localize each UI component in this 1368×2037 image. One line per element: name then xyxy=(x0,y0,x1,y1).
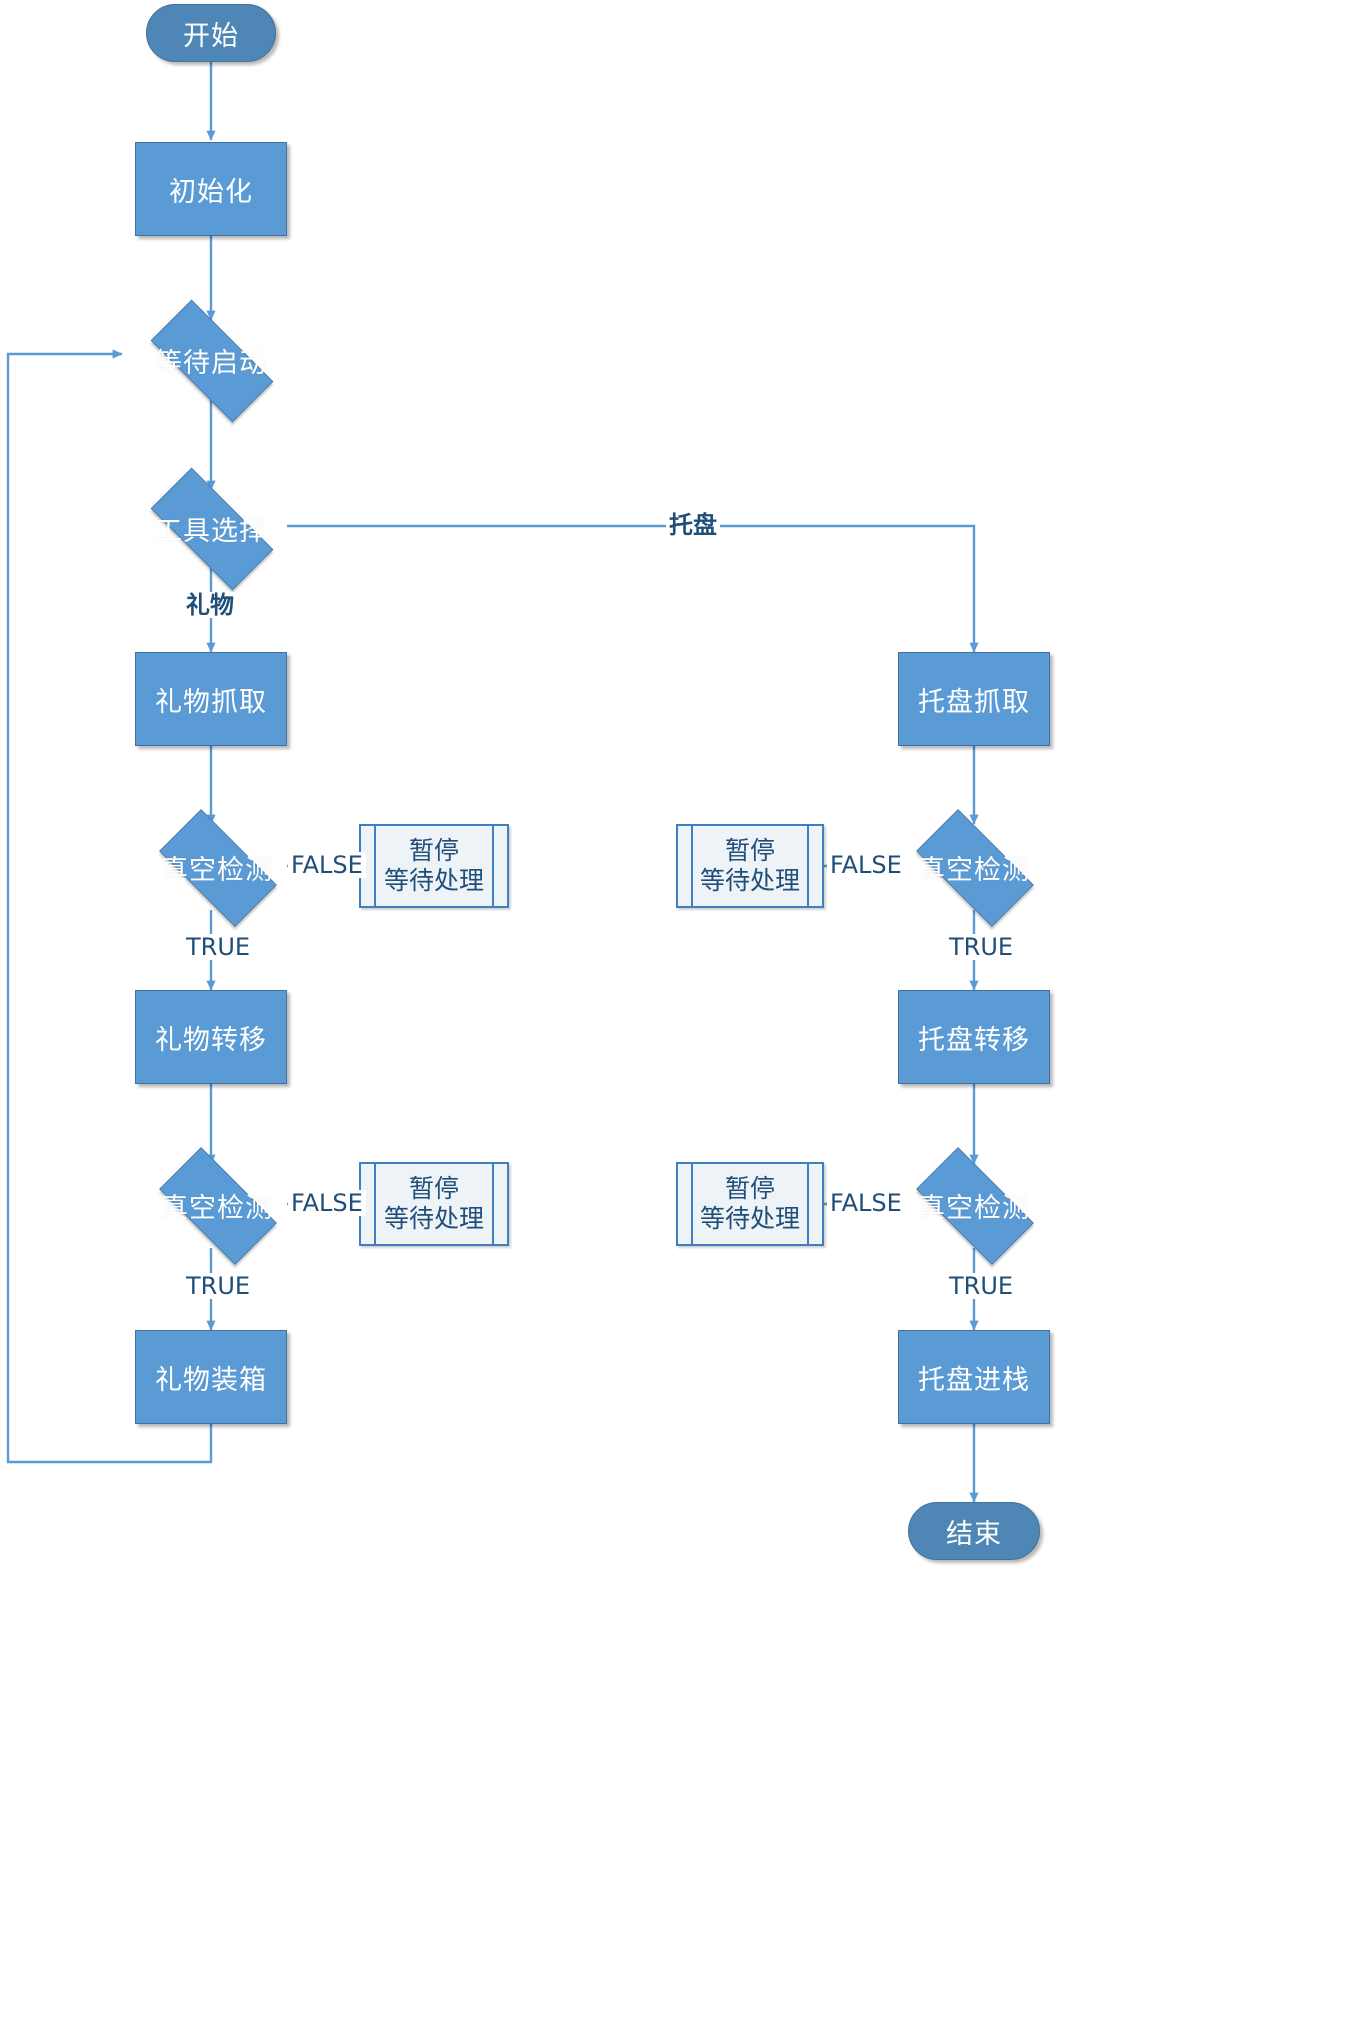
edge-label-true-4: TRUE xyxy=(946,1273,1017,1299)
node-tray-vacuum-1[interactable]: 真空检测 xyxy=(899,809,1049,927)
node-tray-vacuum-1-label: 真空检测 xyxy=(918,854,1030,886)
edge-label-false-4: FALSE xyxy=(827,1190,905,1216)
node-end[interactable]: 结束 xyxy=(908,1502,1040,1560)
node-gift-vacuum-1[interactable]: 真空检测 xyxy=(142,809,292,927)
pause-line-1: 暂停 xyxy=(724,1173,775,1203)
node-tray-stack-label: 托盘进栈 xyxy=(918,1364,1030,1396)
node-gift-box-label: 礼物装箱 xyxy=(155,1364,267,1396)
node-gift-pick[interactable]: 礼物抓取 xyxy=(135,652,287,746)
node-tray-move-label: 托盘转移 xyxy=(918,1024,1030,1056)
node-tray-pick-label: 托盘抓取 xyxy=(918,686,1030,718)
node-start-label: 开始 xyxy=(183,20,239,52)
pause-line-1: 暂停 xyxy=(724,835,775,865)
node-tray-pause-1[interactable]: 暂停 等待处理 xyxy=(676,824,824,908)
node-gift-move[interactable]: 礼物转移 xyxy=(135,990,287,1084)
node-tray-pause-2-text: 暂停 等待处理 xyxy=(694,1174,806,1235)
pause-line-2: 等待处理 xyxy=(383,866,484,895)
pause-line-2: 等待处理 xyxy=(699,866,800,895)
node-gift-vacuum-2[interactable]: 真空检测 xyxy=(142,1147,292,1265)
node-start[interactable]: 开始 xyxy=(146,4,276,62)
node-tray-move[interactable]: 托盘转移 xyxy=(898,990,1050,1084)
pause-line-2: 等待处理 xyxy=(383,1204,484,1233)
pause-line-2: 等待处理 xyxy=(699,1204,800,1233)
node-gift-vacuum-2-label: 真空检测 xyxy=(161,1192,273,1224)
edge-label-tray-branch: 托盘 xyxy=(666,512,720,538)
pause-line-1: 暂停 xyxy=(408,835,459,865)
node-tray-vacuum-2-label: 真空检测 xyxy=(918,1192,1030,1224)
node-gift-pick-label: 礼物抓取 xyxy=(155,686,267,718)
edge-label-false-3: FALSE xyxy=(827,852,905,878)
node-gift-move-label: 礼物转移 xyxy=(155,1024,267,1056)
node-tray-stack[interactable]: 托盘进栈 xyxy=(898,1330,1050,1424)
node-gift-vacuum-1-label: 真空检测 xyxy=(161,854,273,886)
node-tray-pick[interactable]: 托盘抓取 xyxy=(898,652,1050,746)
edge-label-false-2: FALSE xyxy=(288,1190,366,1216)
node-end-label: 结束 xyxy=(946,1518,1002,1550)
edge-label-true-1: TRUE xyxy=(183,934,254,960)
node-gift-pause-2[interactable]: 暂停 等待处理 xyxy=(359,1162,509,1246)
node-tray-pause-2[interactable]: 暂停 等待处理 xyxy=(676,1162,824,1246)
node-wait-start[interactable]: 等待启动 xyxy=(130,299,292,423)
node-gift-pause-1-text: 暂停 等待处理 xyxy=(378,836,490,897)
node-tray-pause-1-text: 暂停 等待处理 xyxy=(694,836,806,897)
edge-label-true-2: TRUE xyxy=(183,1273,254,1299)
edge-label-gift-branch: 礼物 xyxy=(183,592,237,618)
node-init[interactable]: 初始化 xyxy=(135,142,287,236)
pause-line-1: 暂停 xyxy=(408,1173,459,1203)
edge-label-true-3: TRUE xyxy=(946,934,1017,960)
node-tray-vacuum-2[interactable]: 真空检测 xyxy=(899,1147,1049,1265)
node-gift-pause-2-text: 暂停 等待处理 xyxy=(378,1174,490,1235)
node-init-label: 初始化 xyxy=(169,176,253,208)
node-wait-start-label: 等待启动 xyxy=(155,347,267,379)
node-gift-box[interactable]: 礼物装箱 xyxy=(135,1330,287,1424)
node-gift-pause-1[interactable]: 暂停 等待处理 xyxy=(359,824,509,908)
node-tool-select[interactable]: 工具选择 xyxy=(130,467,292,591)
edge-label-false-1: FALSE xyxy=(288,852,366,878)
node-tool-select-label: 工具选择 xyxy=(155,515,267,547)
